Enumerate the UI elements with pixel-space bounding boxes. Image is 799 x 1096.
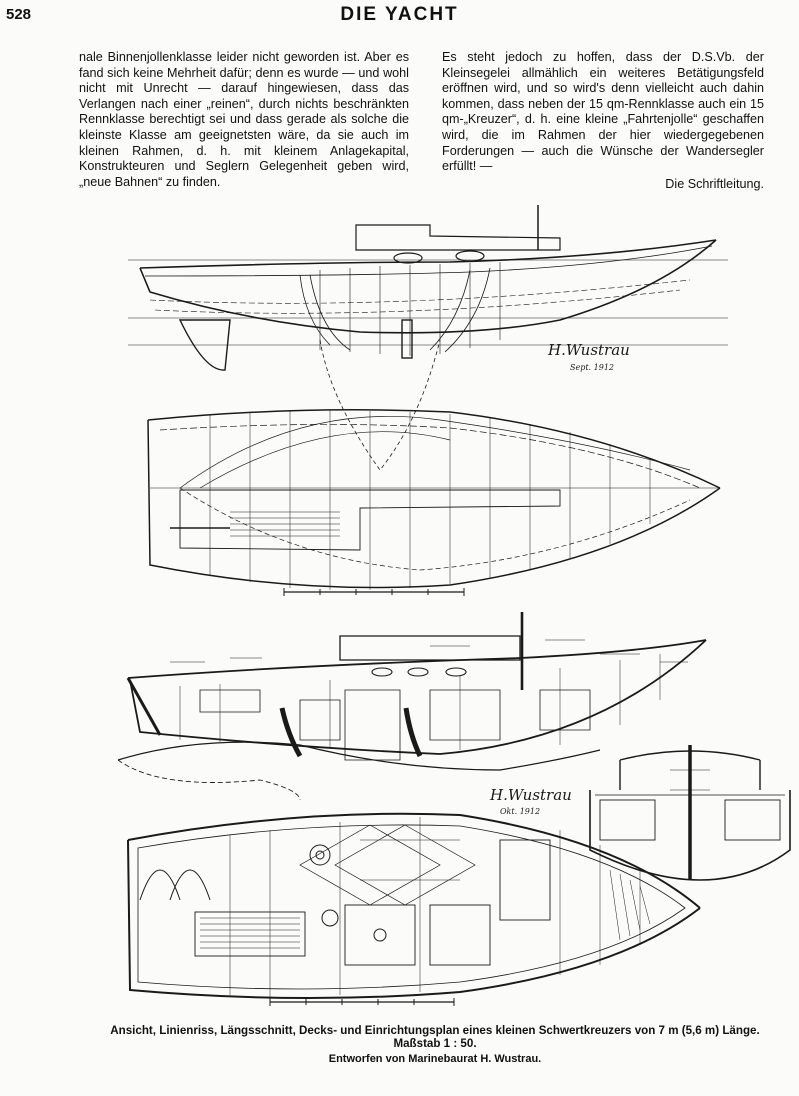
longitudinal-section [117, 612, 707, 801]
signature-date-2: Okt. 1912 [500, 807, 540, 816]
editor-signature: Die Schriftleitung. [665, 176, 764, 191]
lines-plan-view [147, 409, 721, 590]
designer-signature-1: H.Wustrau [547, 341, 630, 359]
text-column-left: nale Binnenjollenklasse leider nicht gew… [79, 50, 409, 190]
designer-signature-2: H.Wustrau [489, 786, 572, 804]
accommodation-plan [127, 812, 701, 1000]
caption-line-1: Ansicht, Linienriss, Längsschnitt, Decks… [110, 1024, 760, 1050]
paragraph-right: Es steht jedoch zu hoffen, dass der D.S.… [442, 50, 764, 174]
figure-caption: Ansicht, Linienriss, Längsschnitt, Decks… [90, 1024, 780, 1065]
running-title: DIE YACHT [340, 4, 459, 25]
profile-view [128, 205, 728, 471]
paragraph-left: nale Binnenjollenklasse leider nicht gew… [79, 50, 409, 189]
scale-bar-1 [283, 588, 465, 596]
text-column-right: Es steht jedoch zu hoffen, dass der D.S.… [442, 50, 764, 192]
caption-line-2: Entworfen von Marinebaurat H. Wustrau. [328, 1053, 542, 1065]
page-number: 528 [6, 6, 32, 23]
scale-bar-2 [269, 998, 455, 1006]
cross-section [589, 745, 791, 881]
signature-date-1: Sept. 1912 [570, 363, 614, 372]
